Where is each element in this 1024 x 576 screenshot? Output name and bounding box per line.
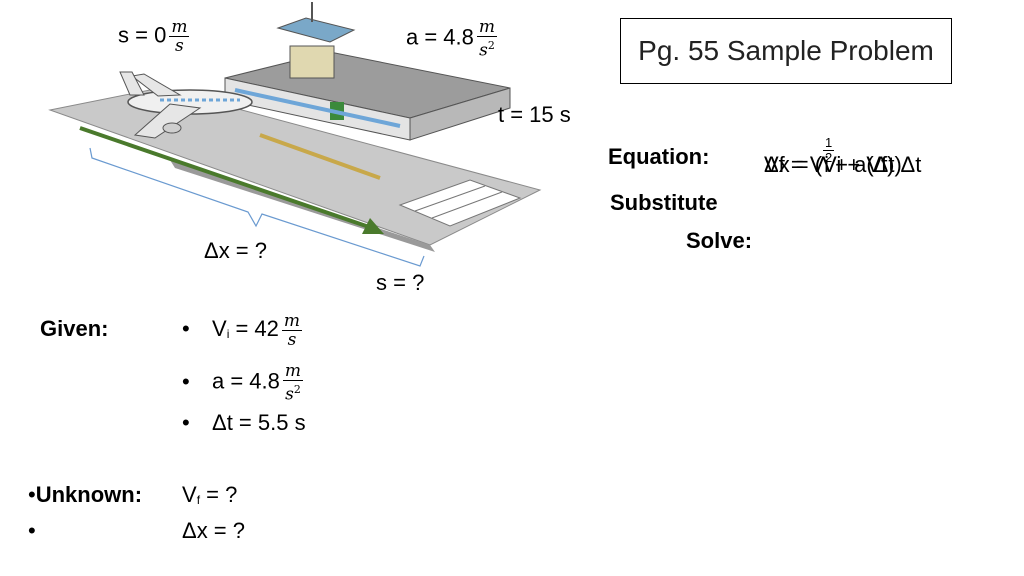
bullet: • bbox=[182, 410, 190, 435]
stripe-line-1 bbox=[414, 185, 486, 212]
final-speed-label: s = ? bbox=[376, 270, 425, 295]
equation-label: Equation: bbox=[608, 144, 710, 169]
given-a-text: a = 4.8 bbox=[212, 368, 280, 394]
bullet: • bbox=[182, 368, 190, 394]
unknown-vf-text: Vf = ? bbox=[182, 482, 238, 507]
bullet: • bbox=[182, 316, 190, 342]
unit-num: m bbox=[282, 361, 304, 381]
unit-den-base: s bbox=[285, 384, 294, 405]
dx-brace bbox=[89, 147, 425, 267]
runway-centerline bbox=[259, 133, 381, 180]
time-label: t = 15 s bbox=[498, 102, 571, 127]
airplane bbox=[119, 71, 253, 139]
displacement-arrow bbox=[79, 126, 373, 230]
unit-num: m bbox=[476, 17, 498, 37]
airport-illustration bbox=[48, 2, 542, 267]
unit-den-base: s bbox=[479, 40, 488, 61]
bullet: • bbox=[28, 482, 36, 507]
runway-stripes bbox=[398, 179, 522, 227]
tower-base bbox=[289, 45, 335, 79]
unknown-row-2-bullet: • bbox=[28, 518, 36, 543]
solve-label: Solve: bbox=[686, 228, 753, 253]
given-label: Given: bbox=[40, 316, 109, 341]
terminal-side bbox=[409, 87, 511, 141]
given-vi-text: Vi = 42 bbox=[212, 316, 279, 342]
terminal-windows bbox=[234, 88, 401, 128]
displacement-arrowhead bbox=[362, 218, 384, 234]
given-item-dt: • Δt = 5.5 s bbox=[182, 410, 306, 436]
sub-i: i bbox=[226, 327, 230, 342]
given-dt-text: Δt = 5.5 s bbox=[212, 410, 306, 435]
unknown-item-dx: Δx = ? bbox=[182, 518, 246, 543]
unit-exponent: 2 bbox=[293, 383, 301, 396]
unit-den: s2 bbox=[283, 381, 303, 404]
unit-den: s2 bbox=[477, 37, 497, 60]
unknown-item-vf: Vf = ? bbox=[182, 482, 237, 508]
stripe-line-2 bbox=[431, 191, 503, 219]
half-num: 1 bbox=[823, 135, 835, 151]
unit-exponent: 2 bbox=[487, 39, 495, 52]
unit-num: m bbox=[169, 17, 190, 37]
equation-overlap-2: Δx = (Vi + Vf) Δt bbox=[764, 152, 922, 177]
substitute-label: Substitute bbox=[610, 190, 718, 215]
equation-overlap-1: Vf = Vi + a(Δt) bbox=[764, 152, 902, 177]
initial-speed-text: s = 0 bbox=[118, 22, 167, 48]
unit-den: s bbox=[287, 330, 297, 350]
half-den: 2 bbox=[825, 150, 833, 165]
unit-num: m bbox=[281, 311, 303, 331]
unit-den: s bbox=[175, 36, 184, 56]
acceleration-text: a = 4.8 bbox=[406, 24, 474, 50]
page-title: Pg. 55 Sample Problem bbox=[620, 18, 952, 84]
unknown-row-1: •Unknown: bbox=[28, 482, 142, 508]
sub-f: f bbox=[196, 493, 201, 507]
displacement-label: Δx = ? bbox=[204, 238, 268, 263]
tower-cab bbox=[276, 17, 356, 43]
unknown-label: Unknown: bbox=[35, 482, 143, 507]
